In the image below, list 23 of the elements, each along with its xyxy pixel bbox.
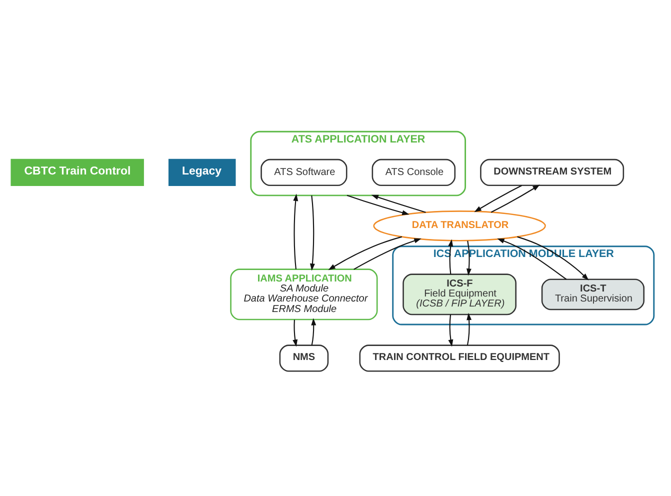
arrow [497, 238, 567, 280]
arrow [490, 184, 540, 212]
node-box: CBTC Train Control [10, 158, 144, 186]
arrow [354, 238, 422, 270]
node-box: ICS-T Train Supervision [541, 278, 644, 310]
arrow [346, 194, 410, 215]
arrow [474, 184, 522, 212]
arrow [517, 236, 589, 280]
node-box: TRAIN CONTROL FIELD EQUIPMENT [359, 344, 560, 372]
node-box: ATS Console [372, 158, 456, 186]
node-box: ICS-F Field Equipment (ICSB / FIP LAYER) [402, 273, 516, 315]
node-box: IAMS APPLICATION SA Module Data Warehouse Connector ERMS Module [230, 268, 378, 320]
arrow [328, 236, 402, 270]
arrow [448, 314, 454, 346]
node-box: DOWNSTREAM SYSTEM [480, 158, 624, 186]
arrow [293, 193, 298, 269]
arrow [311, 318, 316, 345]
node-box: NMS [279, 344, 329, 372]
node-box: Legacy [168, 158, 236, 186]
arrow [466, 312, 472, 345]
arrow [292, 319, 298, 346]
node-box: ATS Software [260, 158, 348, 186]
arrow [310, 194, 315, 270]
